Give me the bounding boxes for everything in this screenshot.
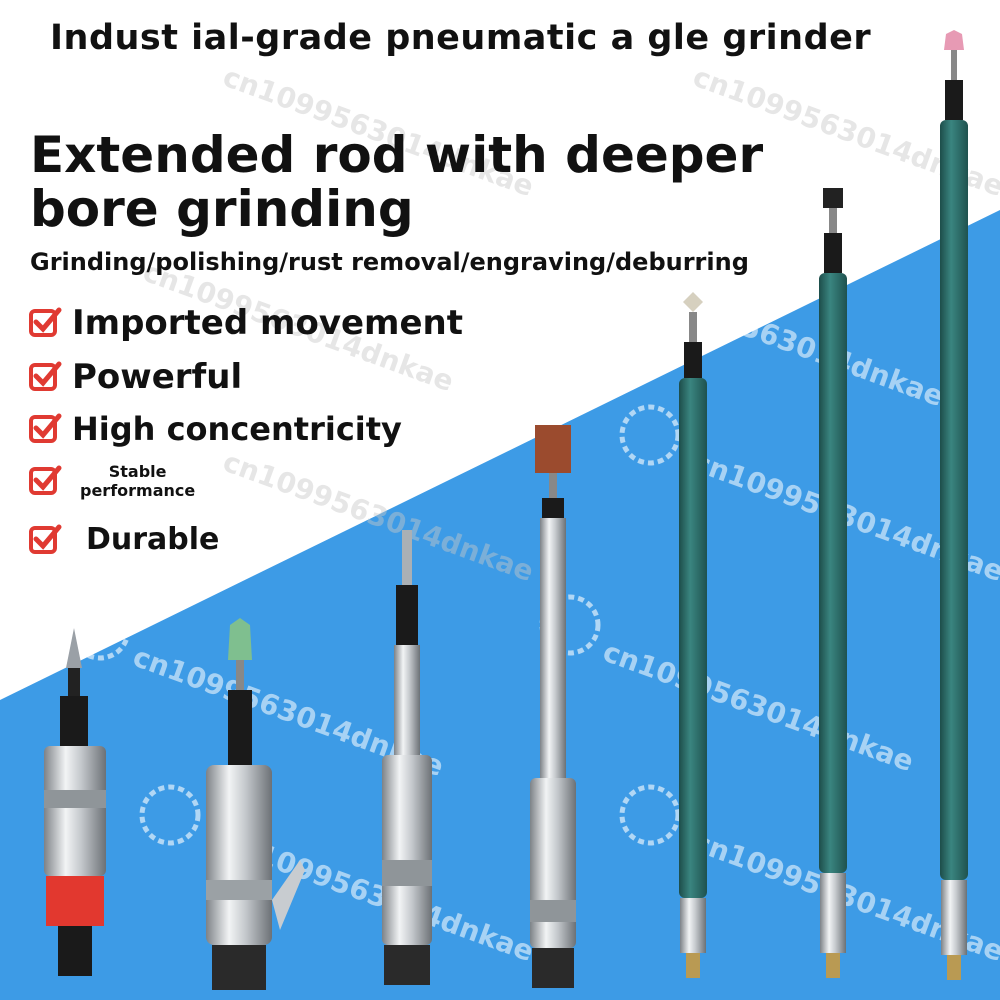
tool-green-rod-medium: [819, 188, 847, 978]
applications-text: Grinding/polishing/rust removal/engravin…: [30, 248, 749, 276]
feature-item: Powerful: [28, 357, 242, 397]
chat-bubble-logo-icon: [69, 599, 131, 661]
tool-green-rod-short: [679, 292, 707, 978]
chat-bubble-logo-icon: [529, 219, 591, 281]
chat-bubble-logo-icon: [539, 594, 601, 656]
feature-item: Imported movement: [28, 303, 463, 343]
red-checkbox-icon: [29, 361, 62, 391]
chat-bubble-logo-icon: [619, 404, 681, 466]
feature-label: Durable: [86, 522, 220, 557]
red-checkbox-icon: [29, 307, 62, 337]
tool-short-grinder: [44, 628, 106, 976]
chat-bubble-logo-icon: [129, 29, 191, 91]
feature-item: Durable: [28, 522, 219, 557]
tool-straight-grinder: [382, 530, 432, 985]
red-checkbox-icon: [29, 465, 62, 495]
tool-flap-wheel-grinder: [530, 425, 576, 988]
feature-label: Stable performance: [80, 462, 196, 500]
feature-label: Powerful: [72, 357, 243, 397]
headline: Extended rod with deeper bore grinding: [30, 128, 763, 236]
headline-line-2: bore grinding: [30, 180, 414, 238]
red-checkbox-icon: [29, 524, 62, 554]
feature-label: Imported movement: [72, 303, 463, 343]
chat-bubble-logo-icon: [619, 784, 681, 846]
chat-bubble-logo-icon: [159, 399, 221, 461]
chat-bubble-logo-icon: [139, 784, 201, 846]
red-checkbox-icon: [29, 413, 62, 443]
feature-item: Stable performance: [28, 462, 195, 500]
headline-line-1: Extended rod with deeper: [30, 126, 764, 184]
feature-item: High concentricity: [28, 410, 402, 448]
feature-label: High concentricity: [72, 410, 402, 448]
tool-lever-grinder: [206, 618, 305, 990]
page-title: Indust ial-grade pneumatic a gle grinder: [50, 18, 872, 58]
tool-green-rod-long: [940, 30, 968, 980]
chat-bubble-logo-icon: [619, 29, 681, 91]
